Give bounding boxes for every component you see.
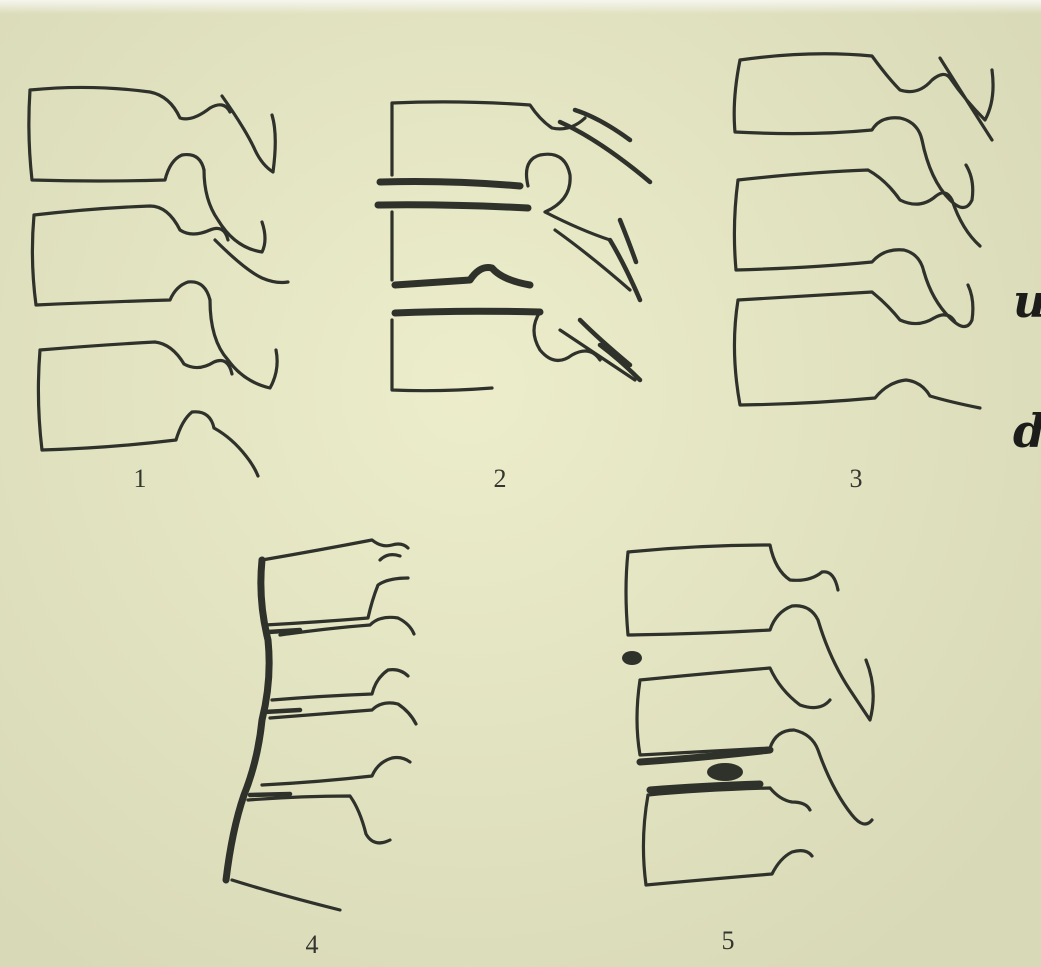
fig4-vertebra-3 <box>262 703 416 785</box>
fig3-vertebra-1 <box>734 54 993 140</box>
figure-5-drawing <box>622 545 873 885</box>
fig4-disc-bridges <box>250 630 300 795</box>
fig2-endplate-1 <box>378 182 528 209</box>
fig1-vertebra-2 <box>32 170 288 305</box>
fig1-vertebra-3 <box>38 300 277 476</box>
fig4-vertebra-1 <box>262 540 408 625</box>
fig2-vertebra-top <box>392 102 585 175</box>
fig5-gas-bubble-disc <box>707 763 743 781</box>
fig4-vertebra-4 <box>232 796 390 910</box>
figure-label-4: 4 <box>292 932 332 958</box>
fig5-vertebra-3 <box>643 788 812 885</box>
figure-4-drawing <box>226 540 416 910</box>
figure-1-drawing <box>29 87 288 476</box>
fig2-endplate-2 <box>395 268 540 314</box>
figure-label-1: 1 <box>120 466 160 492</box>
edge-text-u: u <box>1013 278 1041 324</box>
fig2-vertebra-mid <box>392 154 630 290</box>
figure-2-drawing <box>378 102 650 391</box>
fig5-endplate <box>640 750 770 790</box>
figure-3-drawing <box>734 54 993 408</box>
fig4-anterior-ligament <box>226 560 269 880</box>
figure-label-2: 2 <box>480 466 520 492</box>
figure-label-3: 3 <box>836 466 876 492</box>
fig3-vertebra-2 <box>734 140 980 272</box>
fig5-gas-bubble-upper <box>622 651 642 665</box>
fig3-vertebra-3 <box>734 272 980 408</box>
fig5-vertebra-2 <box>637 668 872 824</box>
edge-text-d: d <box>1013 408 1041 454</box>
fig1-vertebra-1 <box>29 87 275 181</box>
figure-label-5: 5 <box>708 928 748 954</box>
fig5-vertebra-1 <box>626 545 873 720</box>
fig2-vertebra-bottom <box>392 312 635 391</box>
